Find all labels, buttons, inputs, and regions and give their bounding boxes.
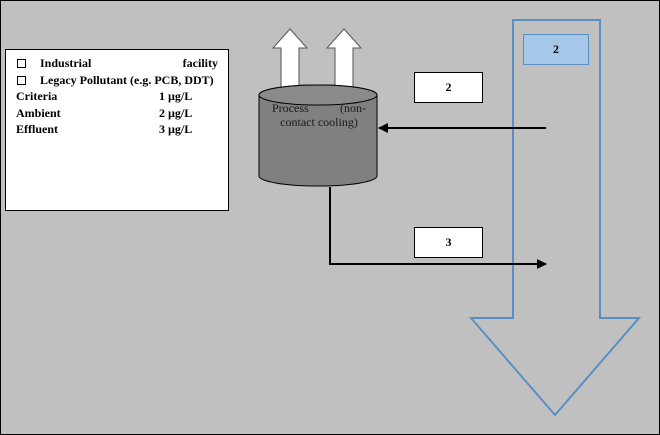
process-tank xyxy=(258,84,378,187)
process-label: Process (non-contact cooling) xyxy=(272,101,366,129)
outflow-arrow xyxy=(329,187,547,269)
measurement-label: Ambient xyxy=(16,105,61,120)
measurement-value: 3 µg/L xyxy=(159,122,193,136)
emission-arrow-right xyxy=(325,28,363,88)
checkbox-icon xyxy=(17,75,26,85)
river-value-box: 2 xyxy=(523,34,589,65)
measurement-value: 1 µg/L xyxy=(159,89,193,103)
legend-item-label: Industrial facility xyxy=(40,56,218,70)
emission-arrow-left xyxy=(271,28,309,88)
measurement-row: Ambient 2 µg/L xyxy=(16,105,218,122)
checkbox-icon xyxy=(17,59,26,68)
measurement-label: Effluent xyxy=(16,122,58,136)
inflow-value-box: 2 xyxy=(414,72,483,103)
measurement-label: Criteria xyxy=(16,89,58,103)
outflow-value-box: 3 xyxy=(414,227,483,258)
legend-item-facility: Industrial facility xyxy=(16,55,218,72)
measurement-row: Criteria 1 µg/L xyxy=(16,88,218,105)
measurement-row: Effluent 3 µg/L xyxy=(16,121,218,138)
legend-item-label: Legacy Pollutant (e.g. PCB, DDT) xyxy=(40,72,214,87)
legend-item-pollutant: Legacy Pollutant (e.g. PCB, DDT) xyxy=(16,72,218,89)
measurement-value: 2 µg/L xyxy=(159,105,193,120)
legend-box: Industrial facility Legacy Pollutant (e.… xyxy=(5,49,229,211)
river-arrow xyxy=(468,19,642,417)
